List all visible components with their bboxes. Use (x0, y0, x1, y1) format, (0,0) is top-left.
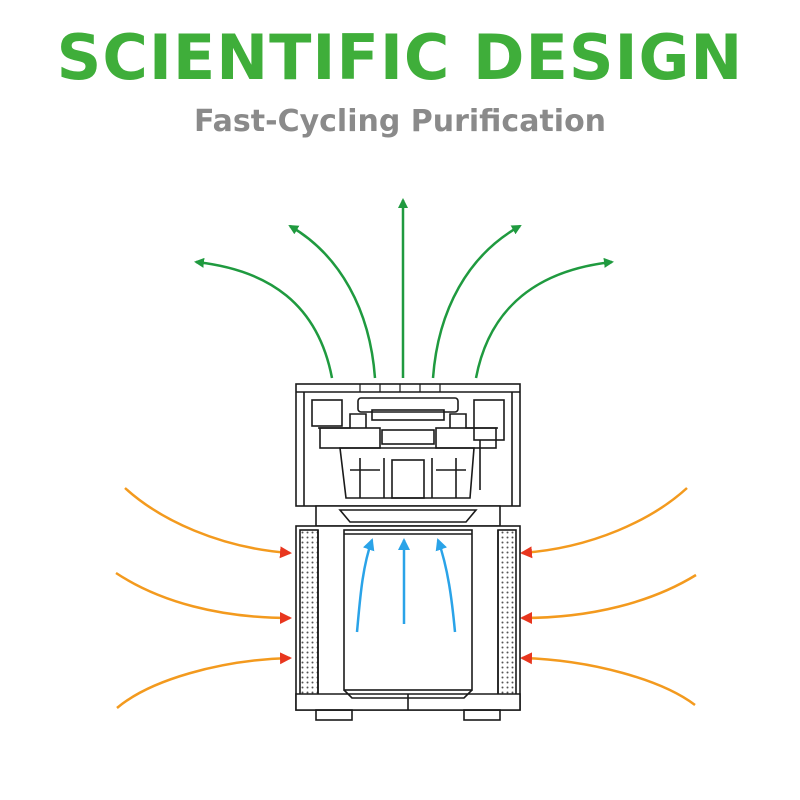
page-subtitle: Fast-Cycling Purification (193, 104, 607, 139)
purifier-device (295, 383, 521, 721)
filter-chamber (295, 525, 521, 711)
intake-arrow-left-bottom (116, 652, 292, 709)
internal-arrow-left (355, 538, 375, 633)
internal-arrow-right (435, 538, 457, 633)
filter-left (299, 529, 319, 707)
page-title: SCIENTIFIC DESIGN (56, 21, 744, 94)
impeller-housing (339, 447, 475, 499)
filter-right (497, 529, 517, 707)
top-housing (295, 383, 521, 507)
fan-cover (357, 397, 459, 413)
intake-arrows (115, 487, 697, 709)
intake-arrow-left-top (124, 487, 292, 559)
outflow-arrows (194, 198, 614, 379)
outflow-arrow-right-1 (431, 224, 522, 379)
intake-arrow-left-mid (115, 571, 292, 624)
intake-arrow-right-mid (520, 573, 697, 624)
outflow-arrow-right-2 (474, 257, 614, 379)
outflow-arrow-left-1 (288, 224, 377, 379)
intake-arrow-right-top (520, 487, 688, 559)
outflow-arrow-left-2 (194, 257, 334, 379)
internal-flow-arrows (355, 538, 457, 633)
intake-arrow-right-bottom (520, 652, 696, 706)
